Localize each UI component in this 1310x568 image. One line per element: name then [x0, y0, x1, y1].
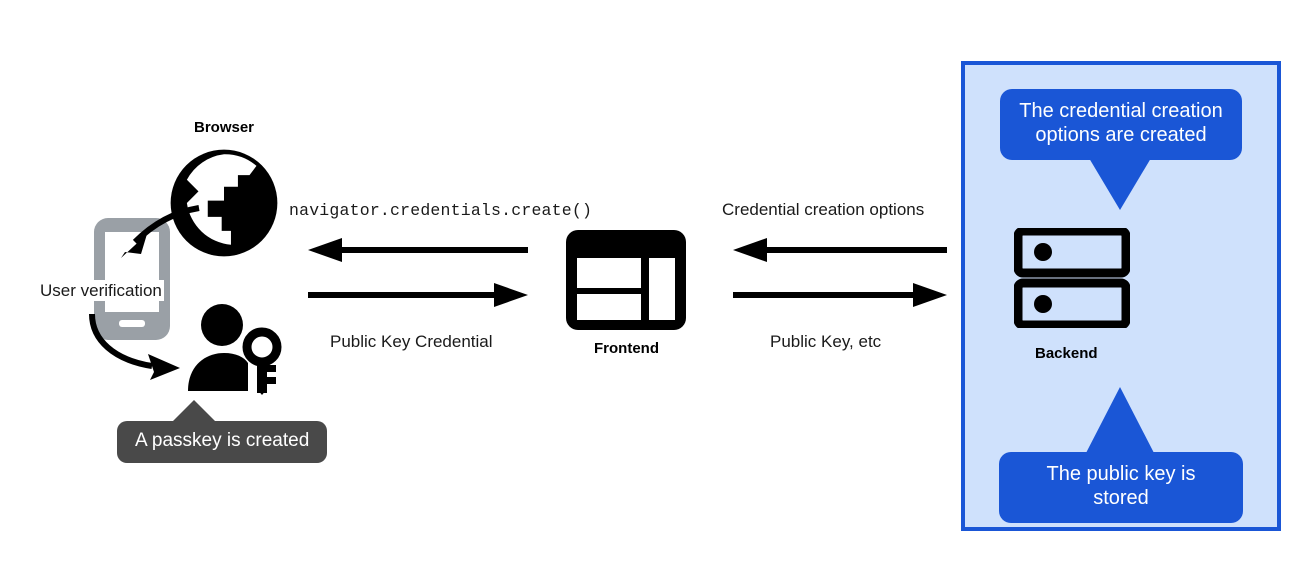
browser-layout-svg: [566, 230, 686, 330]
arrow-left-svg: [733, 238, 947, 262]
arrow-navigator-credentials-create: [308, 238, 528, 267]
server-stack-svg: [1013, 226, 1131, 330]
passkey-tooltip: A passkey is created: [117, 421, 328, 463]
right-channel-bottom-label: Public Key, etc: [770, 332, 882, 351]
curved-arrow-phone-to-user: [80, 312, 200, 384]
callout-bottom-pointer: [1086, 387, 1154, 453]
user-verification-label: User verification: [38, 280, 164, 302]
frontend-label: Frontend: [594, 340, 659, 357]
arrow-credential-creation-options: [733, 238, 947, 267]
callout-top-line2: options are created: [1035, 124, 1207, 147]
curved-arrow-svg: [89, 313, 180, 380]
arrow-public-key-credential: [308, 283, 528, 312]
person-with-key-icon: [186, 303, 286, 395]
curved-arrow-svg: [121, 205, 200, 258]
arrow-left-svg: [308, 238, 528, 262]
frontend-icon: [566, 230, 686, 330]
globe-icon: [166, 145, 282, 261]
globe-svg: [170, 149, 278, 257]
callout-bottom-line2: stored: [1093, 487, 1149, 510]
passkey-tooltip-pointer: [172, 400, 216, 422]
arrow-right-svg: [733, 283, 947, 307]
backend-label: Backend: [1035, 345, 1098, 362]
curved-arrow-browser-to-phone: [95, 200, 205, 280]
right-channel-top-label: Credential creation options: [722, 200, 925, 219]
arrow-right-svg: [308, 283, 528, 307]
server-stack-icon: [1013, 226, 1131, 330]
person-key-svg: [188, 304, 282, 395]
browser-label: Browser: [194, 119, 255, 136]
left-channel-top-label: navigator.credentials.create(): [289, 201, 593, 220]
callout-top-line1: The credential creation: [1019, 100, 1223, 122]
backend-callout-top: The credential creation options are crea…: [1000, 89, 1242, 160]
arrow-public-key-etc: [733, 283, 947, 312]
backend-callout-bottom: The public key is stored: [999, 452, 1243, 523]
left-channel-bottom-label: Public Key Credential: [330, 332, 493, 351]
callout-bottom-line1: The public key is: [1046, 463, 1196, 485]
